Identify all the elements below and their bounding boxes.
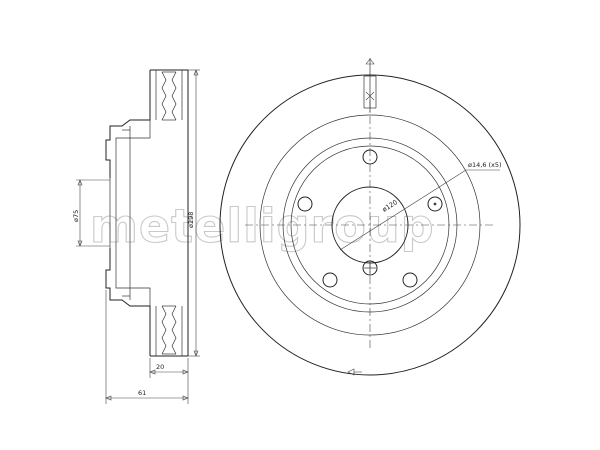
rotor-outline-upper	[105, 70, 151, 178]
height-label: 61	[138, 389, 146, 397]
thickness-label: 20	[156, 363, 164, 371]
bolt-hole	[322, 272, 338, 288]
center-bore-label: ø75	[72, 210, 80, 222]
bolt-hole-label: ø14,6 (x5)	[468, 161, 502, 169]
bolt-hole	[402, 272, 418, 288]
side-view-dimensions: ø75 ø298 20 61	[72, 69, 200, 404]
outer-diameter-label: ø298	[187, 212, 195, 228]
vent-vanes-upper	[161, 71, 177, 121]
vent-marker-top	[363, 58, 377, 112]
vent-vanes-lower	[161, 305, 177, 355]
rotor-outline-lower	[105, 248, 151, 356]
disc-side-view	[105, 69, 189, 357]
bolt-hole	[427, 196, 443, 212]
disc-front-view	[219, 58, 521, 376]
bolt-hole	[297, 196, 313, 212]
